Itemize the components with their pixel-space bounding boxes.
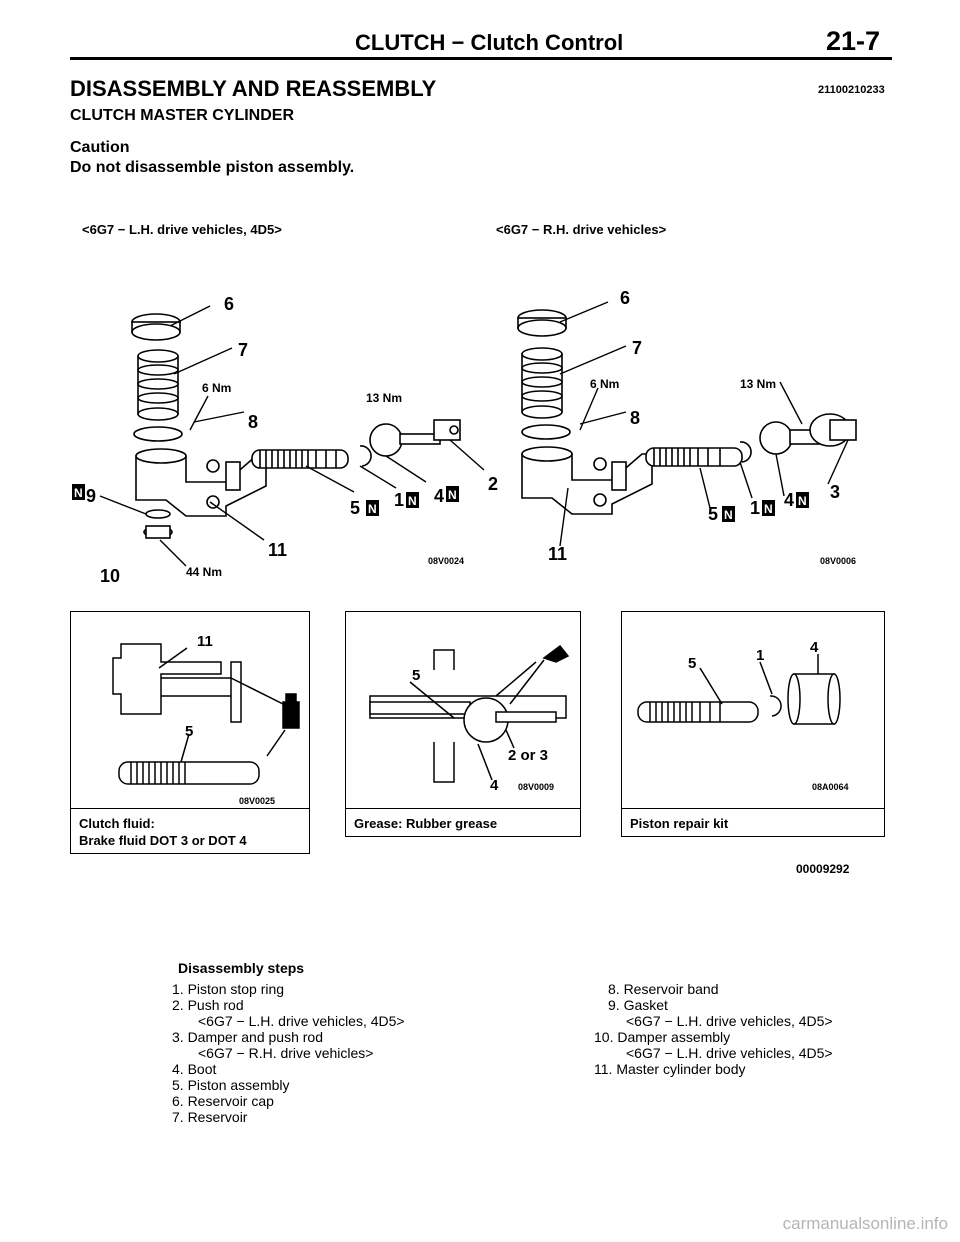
torque-13nm-right: 13 Nm	[740, 377, 776, 391]
detail-repair-kit-drawing: 5 1 4 08A0064	[637, 639, 849, 792]
variant-left-label: <6G7 − L.H. drive vehicles, 4D5>	[82, 222, 282, 237]
callout-5-left: 5	[350, 498, 360, 518]
steps-title: Disassembly steps	[178, 960, 305, 976]
figure-id-left: 08V0024	[428, 556, 464, 566]
page-number: 21-7	[826, 26, 881, 56]
detail-box-clutch-fluid: 11 5 08V0025 Clutch fluid: Brake fluid D…	[70, 611, 310, 854]
step-item: 10. Damper assembly	[594, 1029, 731, 1045]
exploded-diagram-svg: 6 7 8 9 10 11 5 1 4 2 6 Nm 13 Nm 44 Nm 0…	[72, 288, 857, 586]
figure-id-right: 08V0006	[820, 556, 856, 566]
n-mark-icon: N	[366, 500, 379, 516]
callout-4-right: 4	[784, 490, 794, 510]
callout-8-left: 8	[248, 412, 258, 432]
steps-right-column: 8. Reservoir band 9. Gasket <6G7 − L.H. …	[594, 981, 833, 1077]
step-item: 7. Reservoir	[172, 1109, 248, 1125]
step-note: <6G7 − L.H. drive vehicles, 4D5>	[626, 1013, 833, 1029]
grease-callout-2or3: 2 or 3	[508, 747, 548, 764]
kit-figure-id: 08A0064	[812, 782, 849, 792]
n-mark-icon: N	[406, 492, 419, 508]
step-item: 5. Piston assembly	[172, 1077, 290, 1093]
step-item: 9. Gasket	[608, 997, 668, 1013]
callout-4-left: 4	[434, 486, 444, 506]
grease-caption: Grease: Rubber grease	[346, 808, 580, 836]
n-mark-icon: N	[762, 500, 775, 516]
fluid-caption: Clutch fluid: Brake fluid DOT 3 or DOT 4	[71, 808, 309, 853]
grease-callout-5: 5	[412, 667, 420, 684]
section-title: DISASSEMBLY AND REASSEMBLY	[70, 76, 437, 101]
steps-left-column: 1. Piston stop ring 2. Push rod <6G7 − L…	[172, 981, 405, 1125]
callout-1-left: 1	[394, 490, 404, 510]
step-note: <6G7 − R.H. drive vehicles>	[198, 1045, 374, 1061]
header-rule	[70, 57, 892, 60]
step-item: 8. Reservoir band	[608, 981, 719, 997]
svg-text:N: N	[448, 488, 457, 502]
kit-callout-4: 4	[810, 639, 819, 656]
svg-text:N: N	[798, 494, 807, 508]
n-mark-icon: N	[796, 492, 809, 508]
callout-11-left: 11	[268, 540, 287, 560]
watermark: carmanualsonline.info	[782, 1214, 948, 1233]
detail-box-grease: 5 2 or 3 4 08V0009 Grease: Rubber grease	[345, 611, 581, 837]
kit-caption: Piston repair kit	[622, 808, 884, 836]
fluid-callout-11: 11	[197, 633, 213, 650]
callout-6-left: 6	[224, 294, 234, 314]
fluid-callout-5: 5	[185, 723, 193, 740]
svg-text:N: N	[408, 494, 417, 508]
fluid-caption-line2: Brake fluid DOT 3 or DOT 4	[79, 833, 247, 848]
callout-6-right: 6	[620, 288, 630, 308]
n-mark-icon: N	[446, 486, 459, 502]
variant-right-label: <6G7 − R.H. drive vehicles>	[496, 222, 667, 237]
svg-text:N: N	[368, 502, 377, 516]
step-item: 2. Push rod	[172, 997, 244, 1013]
fluid-figure-id: 08V0025	[239, 796, 275, 806]
detail-grease-drawing: 5 2 or 3 4 08V0009	[369, 644, 570, 794]
callout-2: 2	[488, 474, 498, 494]
svg-text:N: N	[764, 502, 773, 516]
kit-caption-line1: Piston repair kit	[630, 816, 729, 831]
callout-3: 3	[830, 482, 840, 502]
header-title: CLUTCH − Clutch Control	[355, 30, 624, 55]
figure-reference: 00009292	[796, 862, 850, 876]
svg-text:N: N	[724, 508, 733, 522]
callout-8-right: 8	[630, 408, 640, 428]
n-mark-icon: N	[72, 484, 85, 500]
step-item: 6. Reservoir cap	[172, 1093, 274, 1109]
callout-11-right: 11	[548, 544, 567, 564]
exploded-diagram: 6 7 8 9 10 11 5 1 4 2 6 Nm 13 Nm 44 Nm 0…	[60, 270, 900, 590]
torque-6nm-right: 6 Nm	[590, 377, 619, 391]
callout-10: 10	[100, 566, 120, 586]
svg-text:N: N	[74, 486, 83, 500]
torque-44nm: 44 Nm	[186, 565, 222, 579]
step-item: 11. Master cylinder body	[594, 1061, 746, 1077]
torque-6nm-left: 6 Nm	[202, 381, 231, 395]
section-subtitle: CLUTCH MASTER CYLINDER	[70, 107, 294, 124]
kit-callout-5: 5	[688, 655, 696, 672]
callout-9: 9	[86, 486, 96, 506]
callout-1-right: 1	[750, 498, 760, 518]
detail-fluid-drawing: 11 5 08V0025	[112, 633, 300, 806]
step-note: <6G7 − L.H. drive vehicles, 4D5>	[626, 1045, 833, 1061]
step-item: 4. Boot	[172, 1061, 217, 1077]
callout-7-right: 7	[632, 338, 642, 358]
grease-callout-4: 4	[490, 777, 499, 794]
callout-5-right: 5	[708, 504, 718, 524]
caution-label: Caution	[70, 139, 130, 156]
step-item: 1. Piston stop ring	[172, 981, 285, 997]
fluid-caption-line1: Clutch fluid:	[79, 816, 155, 831]
new-part-marks: N N N N N N N	[72, 484, 809, 522]
n-mark-icon: N	[722, 506, 735, 522]
caution-text: Do not disassemble piston assembly.	[70, 159, 355, 176]
callout-7-left: 7	[238, 340, 248, 360]
kit-callout-1: 1	[756, 647, 764, 664]
step-item: 3. Damper and push rod	[172, 1029, 323, 1045]
grease-caption-line1: Grease: Rubber grease	[354, 816, 498, 831]
torque-13nm-left: 13 Nm	[366, 391, 402, 405]
step-note: <6G7 − L.H. drive vehicles, 4D5>	[198, 1013, 405, 1029]
detail-box-repair-kit: 5 1 4 08A0064 Piston repair kit	[621, 611, 885, 837]
grease-figure-id: 08V0009	[518, 782, 554, 792]
section-code: 21100210233	[818, 84, 885, 96]
